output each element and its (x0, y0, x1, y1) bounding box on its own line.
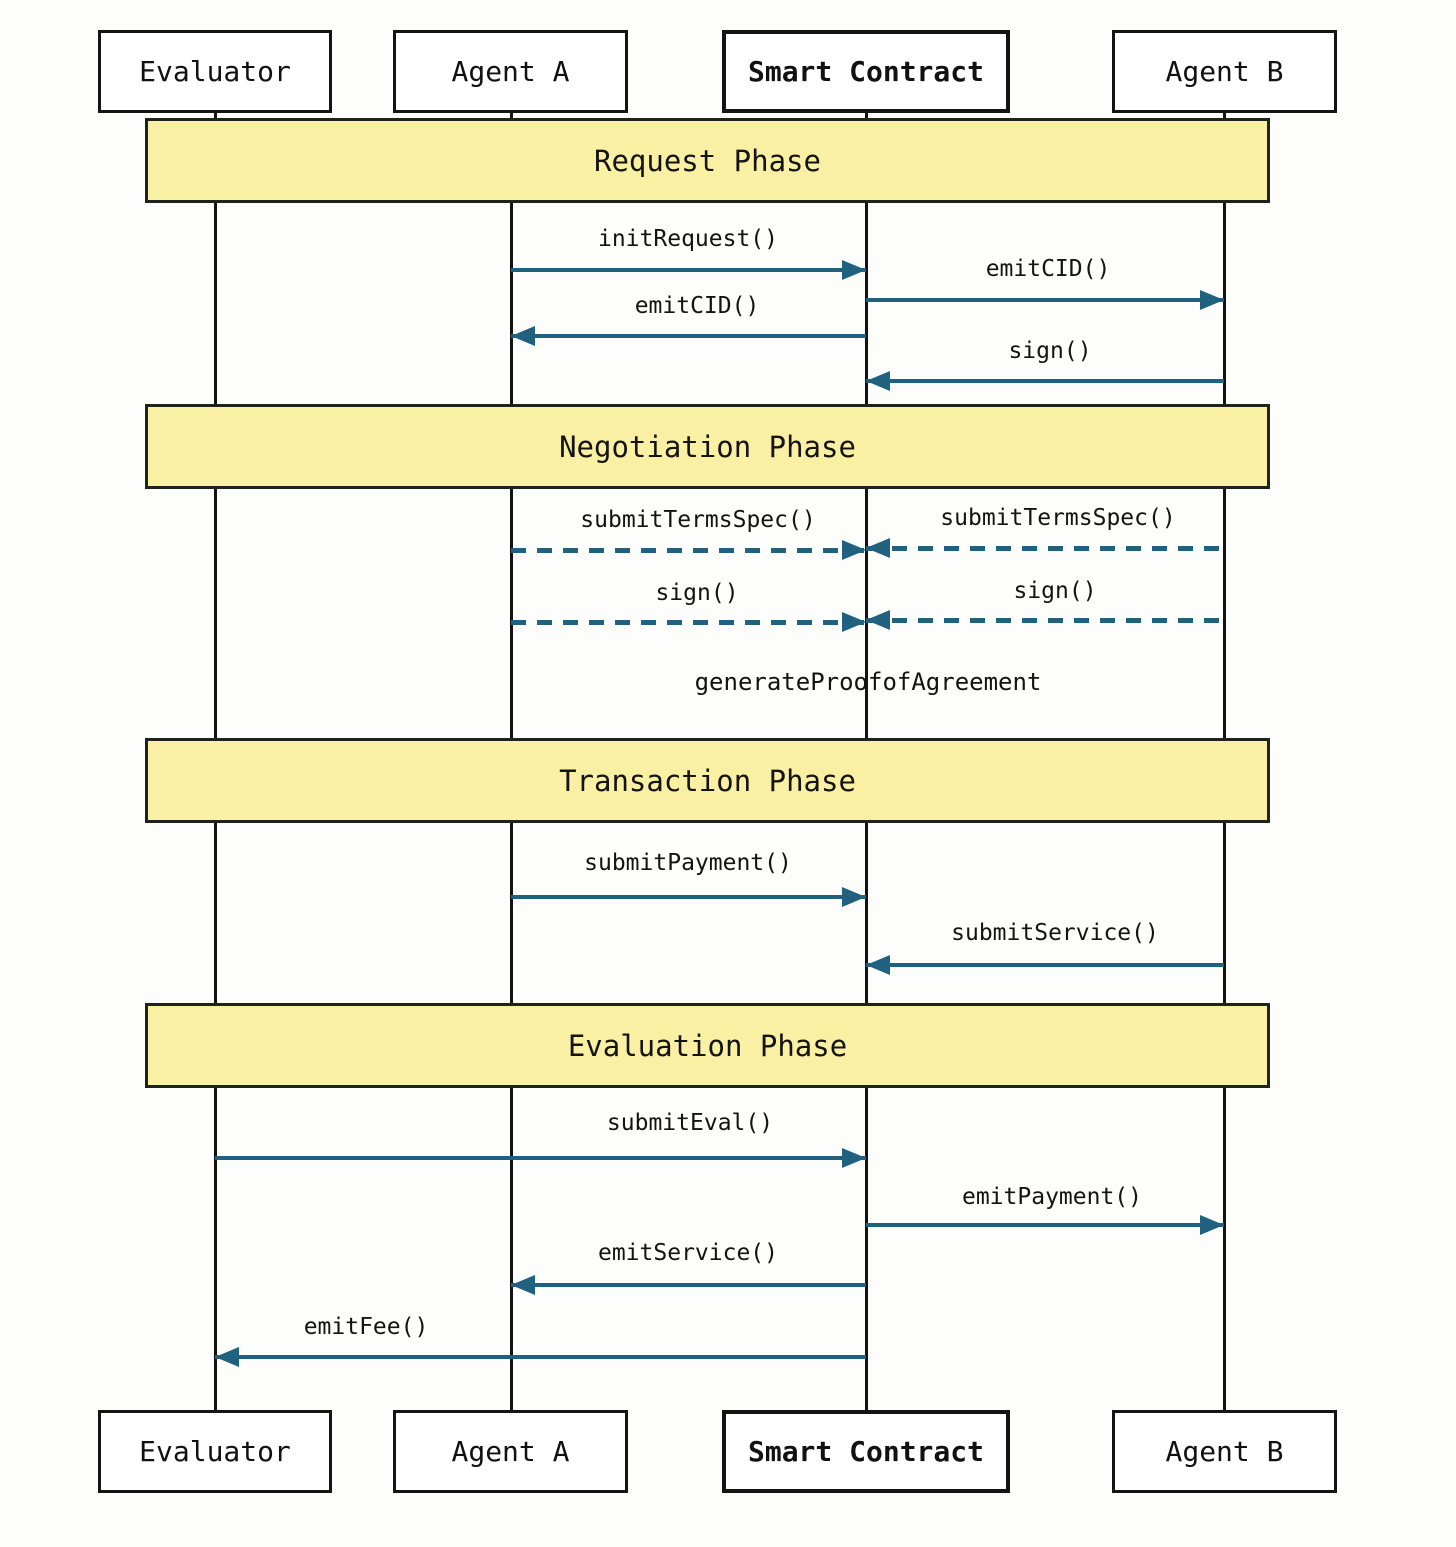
actor-box-top-agent-a: Agent A (393, 30, 628, 113)
phase-label-transaction: Transaction Phase (559, 763, 856, 798)
message-label-sign-request: sign() (1008, 338, 1092, 364)
message-label-submit-service: submitService() (951, 920, 1159, 946)
message-arrowhead-emit-payment (1200, 1215, 1224, 1235)
message-arrowhead-sign-request (866, 371, 890, 391)
phase-label-evaluation: Evaluation Phase (567, 1028, 848, 1063)
message-line-sign-negotiation-b (866, 618, 1224, 623)
phase-band-request: Request Phase (145, 118, 1270, 203)
message-label-submit-terms-spec-a: submitTermsSpec() (580, 507, 816, 533)
message-line-emit-service (511, 1283, 866, 1287)
message-line-sign-request (866, 379, 1224, 383)
actor-label-agent-a: Agent A (451, 1435, 570, 1468)
message-line-emit-fee (215, 1355, 866, 1359)
message-arrowhead-submit-service (866, 955, 890, 975)
message-label-submit-payment: submitPayment() (584, 850, 792, 876)
actor-label-agent-b: Agent B (1165, 1435, 1284, 1468)
message-label-submit-eval: submitEval() (606, 1110, 774, 1136)
message-line-emit-cid-to-agent-a (511, 334, 866, 338)
note-generate-proof: generateProofofAgreement (694, 668, 1042, 696)
message-arrowhead-submit-eval (842, 1148, 866, 1168)
actor-box-top-agent-b: Agent B (1112, 30, 1337, 113)
message-line-submit-eval (215, 1156, 866, 1160)
message-line-emit-cid-to-agent-b (866, 298, 1224, 302)
message-arrowhead-submit-terms-spec-b (866, 538, 890, 558)
message-line-submit-terms-spec-a (511, 548, 866, 553)
message-line-init-request (511, 268, 866, 272)
message-arrowhead-submit-terms-spec-a (842, 540, 866, 560)
phase-band-transaction: Transaction Phase (145, 738, 1270, 823)
message-line-submit-payment (511, 895, 866, 899)
actor-box-bottom-agent-b: Agent B (1112, 1410, 1337, 1493)
actor-box-bottom-evaluator: Evaluator (98, 1410, 332, 1493)
message-arrowhead-emit-service (511, 1275, 535, 1295)
actor-label-evaluator: Evaluator (139, 55, 291, 88)
message-label-emit-cid-to-agent-a: emitCID() (634, 293, 760, 319)
actor-label-smart-contract: Smart Contract (747, 55, 984, 88)
phase-band-negotiation: Negotiation Phase (145, 404, 1270, 489)
message-label-emit-cid-to-agent-b: emitCID() (985, 256, 1111, 282)
message-label-emit-fee: emitFee() (303, 1314, 429, 1340)
message-line-sign-negotiation-a (511, 620, 866, 625)
message-arrowhead-emit-fee (215, 1347, 239, 1367)
message-arrowhead-emit-cid-to-agent-a (511, 326, 535, 346)
phase-band-evaluation: Evaluation Phase (145, 1003, 1270, 1088)
message-label-emit-payment: emitPayment() (961, 1184, 1143, 1210)
message-arrowhead-sign-negotiation-b (866, 610, 890, 630)
actor-box-top-evaluator: Evaluator (98, 30, 332, 113)
actor-label-evaluator: Evaluator (139, 1435, 291, 1468)
message-arrowhead-init-request (842, 260, 866, 280)
message-line-submit-service (866, 963, 1224, 967)
phase-label-request: Request Phase (594, 143, 821, 178)
message-label-emit-service: emitService() (597, 1240, 779, 1266)
actor-box-top-smart-contract: Smart Contract (722, 30, 1010, 113)
actor-box-bottom-agent-a: Agent A (393, 1410, 628, 1493)
actor-box-bottom-smart-contract: Smart Contract (722, 1410, 1010, 1493)
message-label-init-request: initRequest() (597, 226, 779, 252)
message-line-submit-terms-spec-b (866, 546, 1224, 551)
actor-label-agent-a: Agent A (451, 55, 570, 88)
message-arrowhead-submit-payment (842, 887, 866, 907)
message-arrowhead-emit-cid-to-agent-b (1200, 290, 1224, 310)
actor-label-smart-contract: Smart Contract (747, 1435, 984, 1468)
message-arrowhead-sign-negotiation-a (842, 612, 866, 632)
message-line-emit-payment (866, 1223, 1224, 1227)
message-label-sign-negotiation-a: sign() (655, 580, 739, 606)
actor-label-agent-b: Agent B (1165, 55, 1284, 88)
phase-label-negotiation: Negotiation Phase (559, 429, 856, 464)
message-label-submit-terms-spec-b: submitTermsSpec() (940, 505, 1176, 531)
message-label-sign-negotiation-b: sign() (1013, 578, 1097, 604)
